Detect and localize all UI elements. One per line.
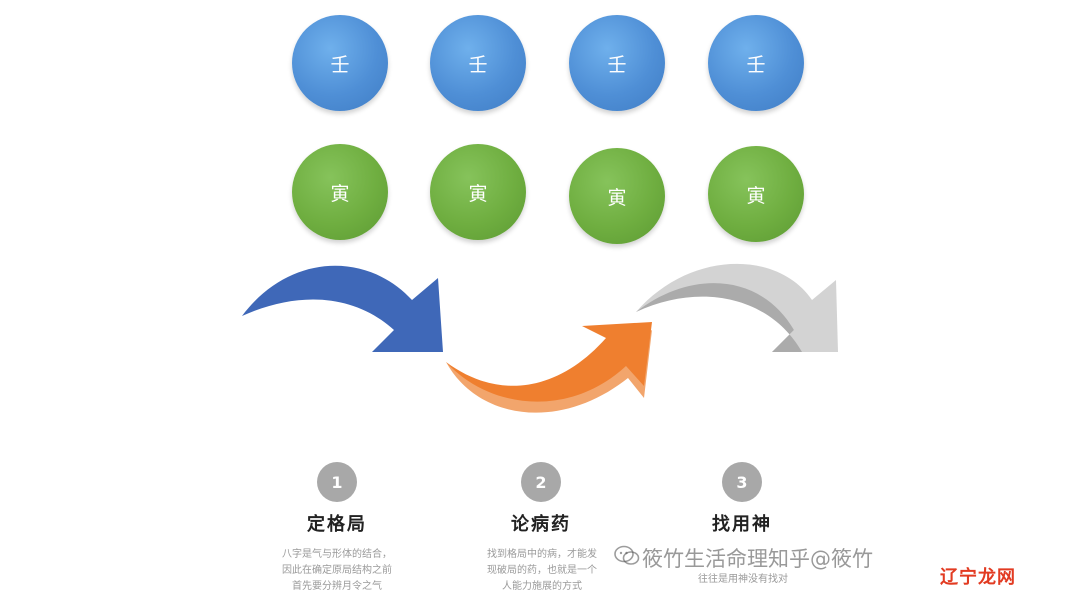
top-circle-1: 壬: [292, 15, 388, 111]
desc-line: 往往是用神没有找对: [698, 574, 788, 585]
circle-label: 寅: [607, 186, 627, 209]
step-title: 定格局: [307, 514, 367, 535]
top-circle-4: 壬: [708, 15, 804, 111]
gray-arrow-light: [636, 263, 838, 352]
circle-label: 壬: [746, 53, 766, 76]
circle-label: 壬: [468, 53, 488, 76]
step-title: 论病药: [511, 514, 571, 535]
bottom-circle-2: 寅: [430, 144, 526, 240]
bottom-circle-1: 寅: [292, 144, 388, 240]
watermark-text: 筱竹生活命理知乎@筱竹: [642, 543, 873, 573]
desc-line: 因此在确定原局结构之前: [282, 565, 392, 576]
watermark-label: 筱竹生活命理知乎@筱竹: [642, 547, 873, 571]
desc-line: 人能力施展的方式: [502, 581, 582, 592]
step-number-badge: 2: [521, 462, 561, 502]
brand-logo: 辽宁龙网: [940, 561, 1048, 591]
desc-line: 现破局的药，也就是一个: [487, 565, 597, 576]
circle-label: 寅: [330, 182, 350, 205]
wechat-icon: [614, 545, 640, 565]
circle-label: 壬: [330, 53, 350, 76]
circle-label: 寅: [468, 182, 488, 205]
step-title: 找用神: [712, 514, 772, 535]
circle-label: 壬: [607, 53, 627, 76]
step-number: 1: [331, 472, 343, 492]
step-description: 找到格局中的病，才能发 现破局的药，也就是一个 人能力施展的方式: [457, 547, 627, 595]
bottom-circle-4: 寅: [708, 146, 804, 242]
blue-arrow: [242, 265, 443, 352]
circle-label: 寅: [746, 184, 766, 207]
desc-line: 找到格局中的病，才能发: [487, 549, 597, 560]
brand-logo-text: 辽宁龙网: [940, 567, 1016, 588]
step-number: 2: [535, 472, 547, 492]
step-number-badge: 3: [722, 462, 762, 502]
orange-arrow: [446, 322, 652, 402]
step-number: 3: [736, 472, 748, 492]
step-number-badge: 1: [317, 462, 357, 502]
desc-line: 首先要分辨月令之气: [292, 581, 382, 592]
step-description: 八字是气与形体的结合， 因此在确定原局结构之前 首先要分辨月令之气: [252, 547, 422, 595]
step-description: 往往是用神没有找对: [658, 572, 828, 588]
top-circle-2: 壬: [430, 15, 526, 111]
top-circle-3: 壬: [569, 15, 665, 111]
gray-arrow: [636, 283, 802, 352]
orange-arrow-shade: [446, 330, 652, 413]
desc-line: 八字是气与形体的结合，: [282, 549, 392, 560]
bottom-circle-3: 寅: [569, 148, 665, 244]
